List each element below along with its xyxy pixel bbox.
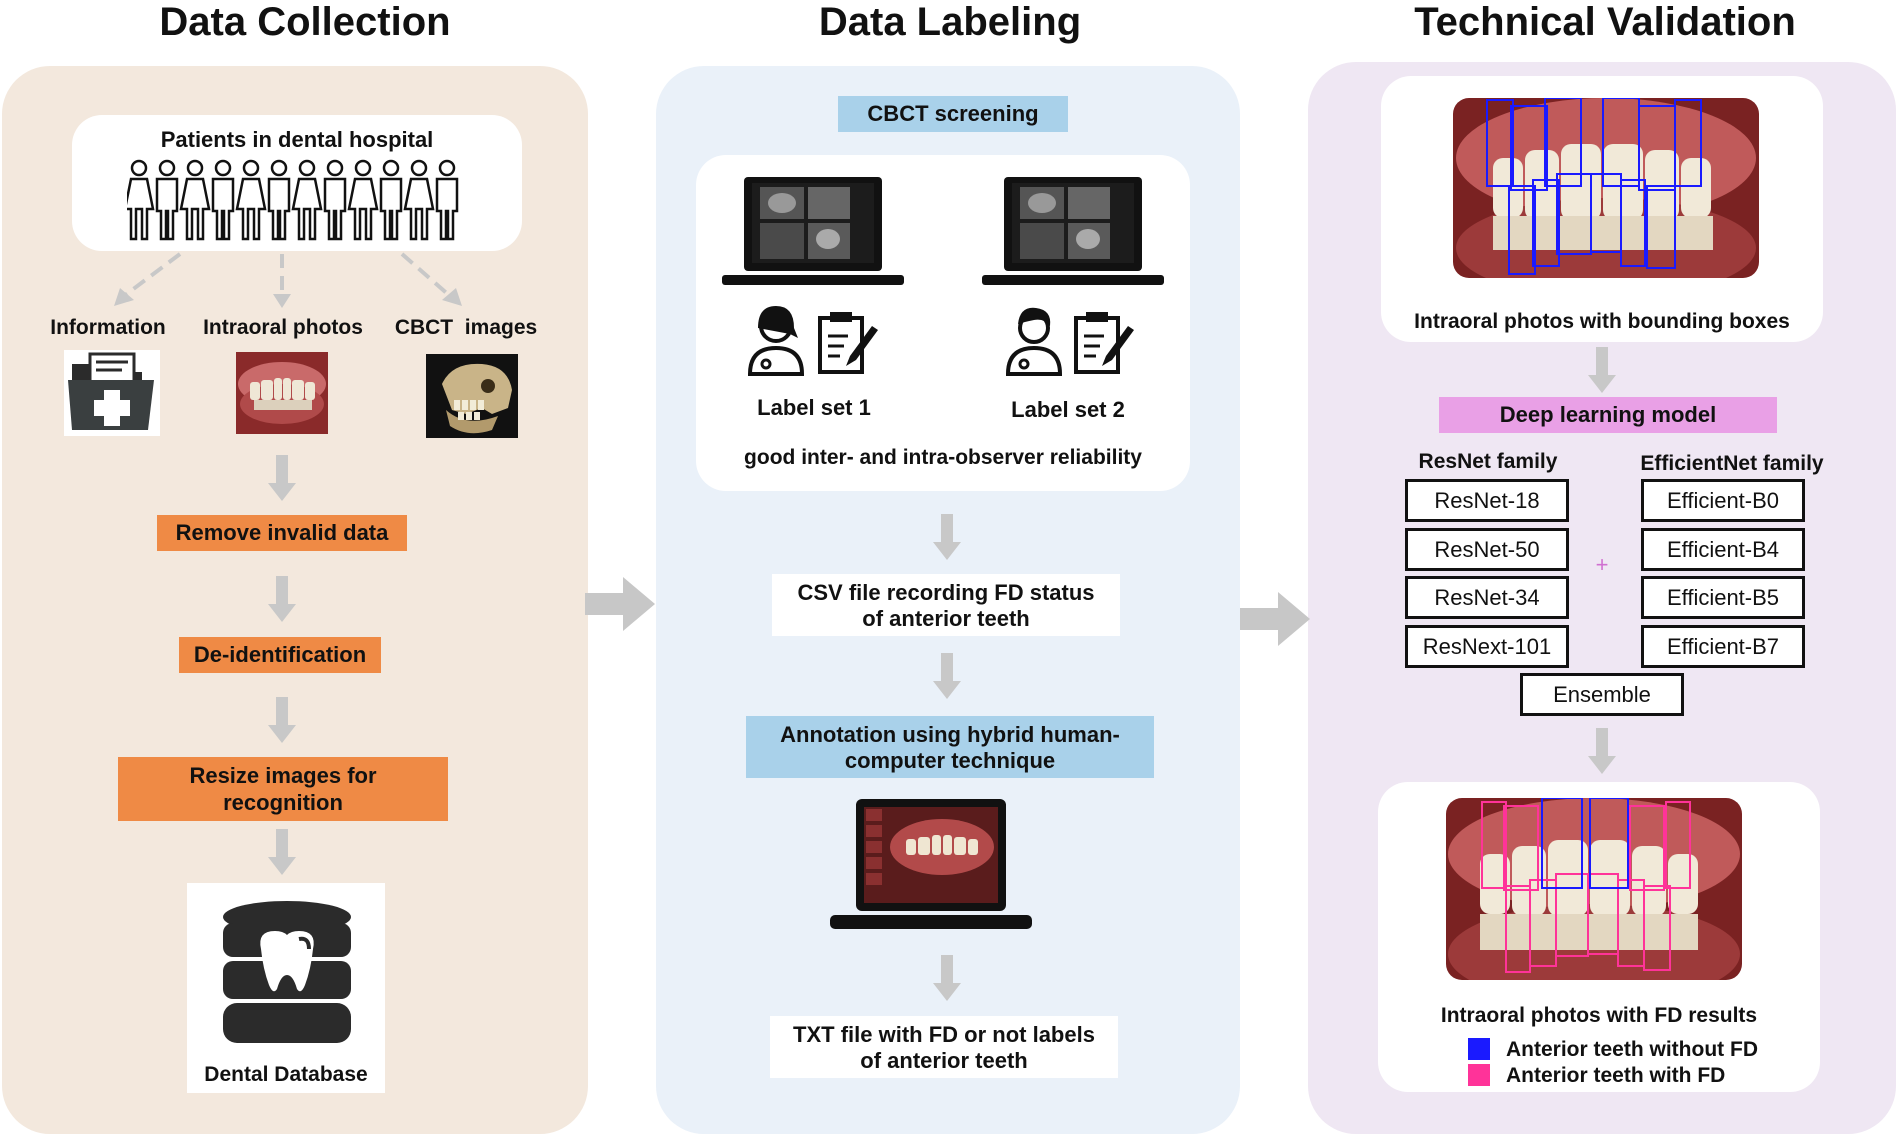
label-set-2: Label set 2: [1011, 397, 1125, 422]
flow-arrow-9: [1588, 728, 1616, 774]
txt-file-box: TXT file with FD or not labels of anteri…: [770, 1016, 1118, 1078]
person-icon: [235, 159, 267, 241]
source-label-intraoral-photos: Intraoral photos: [203, 316, 363, 339]
model-efficient-b7: Efficient-B7: [1641, 625, 1805, 668]
resnet-family-label: ResNet family: [1418, 450, 1558, 473]
flow-arrow-5: [933, 514, 961, 560]
flow-arrow-1: [268, 455, 296, 501]
clipboard-icon-1: [818, 312, 878, 374]
person-icon: [291, 159, 323, 241]
model-resnext-101: ResNext-101: [1405, 625, 1569, 668]
cbct-skull-thumbnail: [426, 354, 518, 438]
legend-swatch-with-fd: [1468, 1064, 1490, 1086]
person-icon: [179, 159, 211, 241]
results-intraoral-photo: [1446, 798, 1742, 980]
person-icon: [127, 159, 155, 241]
doctor-female-icon: [747, 306, 805, 376]
legend-label-with-fd: Anterior teeth with FD: [1506, 1064, 1726, 1087]
flow-arrow-8: [1588, 347, 1616, 393]
bbox-intraoral-photo: [1453, 98, 1759, 278]
model-resnet-34: ResNet-34: [1405, 576, 1569, 619]
intraoral-photo-thumbnail: [236, 352, 328, 434]
person-icon: [155, 159, 179, 241]
results-caption: Intraoral photos with FD results: [1440, 1004, 1758, 1027]
person-icon: [435, 159, 459, 241]
model-efficient-b5: Efficient-B5: [1641, 576, 1805, 619]
bbox-caption: Intraoral photos with bounding boxes: [1414, 310, 1790, 333]
plus-sign: +: [1595, 552, 1609, 577]
panel-transition-arrow-1: [585, 577, 655, 631]
deep-learning-model-label: Deep learning model: [1439, 397, 1777, 433]
source-label-information: Information: [50, 316, 166, 339]
cbct-laptop-icon-2: [982, 177, 1164, 285]
reliability-note: good inter- and intra-observer reliabili…: [744, 446, 1142, 469]
label-set-1: Label set 1: [757, 395, 871, 420]
person-icon: [403, 159, 435, 241]
title-technical-validation: Technical Validation: [1414, 0, 1796, 44]
cbct-laptop-icon-1: [722, 177, 904, 285]
legend-label-without-fd: Anterior teeth without FD: [1506, 1038, 1758, 1061]
step-resize-images: Resize images for recognition: [118, 757, 448, 821]
efficientnet-family-label: EfficientNet family: [1640, 452, 1824, 475]
model-ensemble: Ensemble: [1520, 673, 1684, 716]
model-resnet-18: ResNet-18: [1405, 479, 1569, 522]
legend-swatch-without-fd: [1468, 1038, 1490, 1060]
person-icon: [211, 159, 235, 241]
people-icon-row: [127, 159, 459, 241]
annotation-technique-box: Annotation using hybrid human-computer t…: [746, 716, 1154, 778]
results-photo-box: Intraoral photos with FD results Anterio…: [1378, 782, 1820, 1092]
dental-database-label: Dental Database: [204, 1063, 368, 1086]
clipboard-icon-2: [1074, 312, 1134, 374]
doctor-male-icon: [1005, 307, 1063, 376]
model-resnet-50: ResNet-50: [1405, 528, 1569, 571]
title-data-collection: Data Collection: [159, 0, 451, 44]
flow-arrow-3: [268, 697, 296, 743]
source-label-cbct-images: CBCT images: [394, 316, 538, 339]
flow-arrow-2: [268, 576, 296, 622]
dental-database-box: Dental Database: [187, 883, 385, 1093]
medical-folder-icon: [64, 350, 160, 436]
annotation-laptop-icon: [830, 799, 1032, 929]
csv-file-box: CSV file recording FD status of anterior…: [772, 574, 1120, 636]
patients-box: Patients in dental hospital: [72, 115, 522, 251]
model-efficient-b0: Efficient-B0: [1641, 479, 1805, 522]
person-icon: [323, 159, 347, 241]
branch-arrows: [114, 252, 462, 308]
title-data-labeling: Data Labeling: [818, 0, 1082, 44]
dental-database-icon: [223, 901, 351, 1043]
flow-arrow-7: [933, 955, 961, 1001]
step-de-identification: De-identification: [179, 637, 381, 673]
bbox-photo-box: Intraoral photos with bounding boxes: [1381, 76, 1823, 342]
person-icon: [267, 159, 291, 241]
patients-label: Patients in dental hospital: [160, 127, 434, 152]
panel-transition-arrow-2: [1240, 592, 1310, 646]
flow-arrow-4: [268, 829, 296, 875]
model-efficient-b4: Efficient-B4: [1641, 528, 1805, 571]
person-icon: [379, 159, 403, 241]
flow-arrow-6: [933, 653, 961, 699]
cbct-screening-label: CBCT screening: [838, 96, 1068, 132]
person-icon: [347, 159, 379, 241]
step-remove-invalid-data: Remove invalid data: [157, 515, 407, 551]
